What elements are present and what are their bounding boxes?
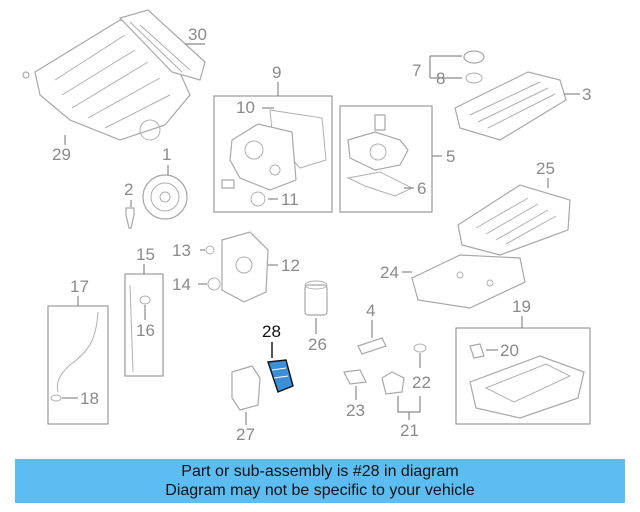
callout-23: 23 <box>346 401 365 420</box>
part-oil-pump <box>347 114 409 171</box>
part-oil-level-sensor <box>381 371 405 395</box>
part-28-highlighted <box>267 359 294 393</box>
leader-21 <box>397 396 421 420</box>
part-pulley-bolt <box>125 207 135 229</box>
callout-17: 17 <box>70 277 89 296</box>
part-oil-filler-cap <box>463 50 485 84</box>
part-seal-11 <box>250 191 266 207</box>
leader-7-8 <box>429 55 462 79</box>
callout-4: 4 <box>366 301 375 320</box>
callout-6: 6 <box>417 179 426 198</box>
callout-12: 12 <box>281 256 300 275</box>
part-seal-14 <box>207 277 221 291</box>
callout-29: 29 <box>52 145 71 164</box>
callout-16: 16 <box>136 321 155 340</box>
callout-7: 7 <box>412 61 421 80</box>
callout-3: 3 <box>582 85 591 104</box>
part-seal-13 <box>205 245 215 255</box>
banner-line-2: Diagram may not be specific to your vehi… <box>165 482 475 499</box>
part-valve-cover <box>454 71 567 141</box>
part-manifold-gasket <box>118 9 206 81</box>
callout-11: 11 <box>281 190 299 209</box>
part-sensor-seal <box>413 343 427 353</box>
callout-19: 19 <box>512 297 531 316</box>
callout-10: 10 <box>236 98 255 117</box>
callout-9: 9 <box>272 63 281 82</box>
callout-18: 18 <box>80 389 99 408</box>
part-dipstick-seal <box>139 295 151 305</box>
callout-22: 22 <box>412 373 431 392</box>
part-dipstick <box>129 284 134 373</box>
group-box-19 <box>455 327 591 425</box>
callout-14: 14 <box>172 275 191 294</box>
part-front-cover <box>221 231 269 303</box>
part-oil-pan-upper <box>457 184 571 256</box>
part-tube-seal <box>50 394 62 402</box>
part-pump-gasket <box>346 171 414 197</box>
part-oil-cooler <box>231 365 261 411</box>
part-bracket-4 <box>357 337 387 355</box>
group-box-5 <box>339 105 433 213</box>
part-drain-plug <box>469 343 485 359</box>
group-box-9 <box>213 95 333 213</box>
callout-2: 2 <box>124 180 133 199</box>
banner-line-1: Part or sub-assembly is #28 in diagram <box>181 463 459 480</box>
callout-27: 27 <box>236 425 255 444</box>
callout-25: 25 <box>536 159 555 178</box>
part-baffle <box>411 254 526 309</box>
callout-15: 15 <box>136 245 155 264</box>
part-dipstick-tube <box>56 311 99 393</box>
callout-13: 13 <box>172 241 191 260</box>
group-box-17 <box>47 305 109 425</box>
callout-20: 20 <box>500 341 519 360</box>
part-oil-pan-lower <box>469 355 585 419</box>
callout-26: 26 <box>308 335 327 354</box>
callout-8: 8 <box>436 69 445 88</box>
part-crank-pulley <box>142 174 188 220</box>
part-bolt-small <box>221 179 235 189</box>
callout-5: 5 <box>446 147 455 166</box>
info-banner: Part or sub-assembly is #28 in diagram D… <box>15 459 625 503</box>
callout-1: 1 <box>162 145 171 164</box>
callout-28: 28 <box>262 322 281 341</box>
callout-21: 21 <box>400 421 419 440</box>
part-timing-cover <box>229 123 297 191</box>
callout-24: 24 <box>380 263 399 282</box>
callout-30: 30 <box>188 25 207 44</box>
part-23 <box>343 369 367 385</box>
part-oil-filter <box>304 280 328 316</box>
